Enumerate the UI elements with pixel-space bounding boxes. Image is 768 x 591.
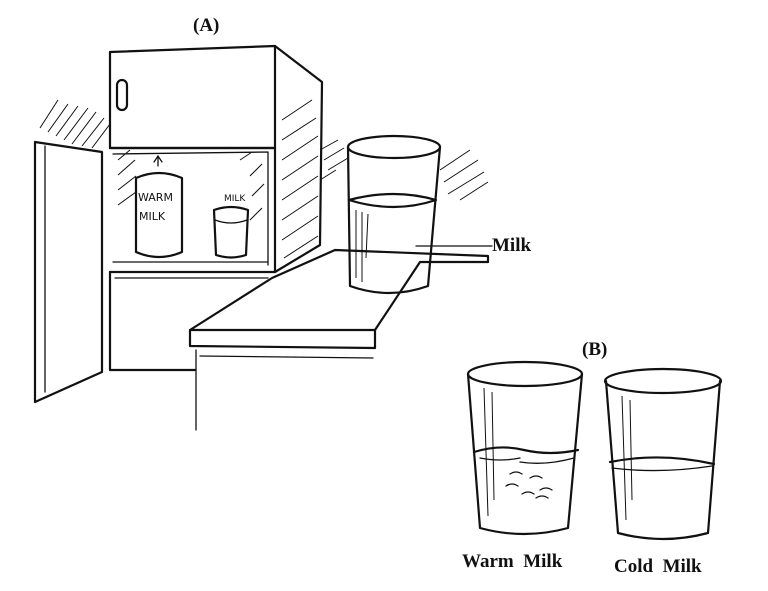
panel-b-label: (B) xyxy=(582,339,607,360)
fridge-open-door xyxy=(33,140,104,404)
milk-pointer-label: Milk xyxy=(492,235,531,256)
large-milk-glass: Milk xyxy=(346,134,531,295)
warm-milk-ripples xyxy=(505,471,553,499)
carton-label-milk: MILK xyxy=(139,210,166,223)
cold-milk-glass xyxy=(603,367,723,541)
refrigerator xyxy=(33,44,324,404)
counter-top xyxy=(188,248,490,332)
fridge-compartment xyxy=(108,146,277,274)
freezer-handle xyxy=(115,78,129,112)
small-glass-label: MILK xyxy=(224,194,246,204)
wall-shading xyxy=(39,99,489,201)
warm-milk-glass xyxy=(466,360,584,536)
warm-milk-carton: WARM MILK xyxy=(134,154,184,259)
fridge-side xyxy=(273,44,324,274)
counter-table xyxy=(188,248,490,431)
cold-glass-caption: Cold Milk xyxy=(614,556,702,577)
panel-a-label: (A) xyxy=(193,15,219,36)
carton-label-warm: WARM xyxy=(138,191,173,204)
fridge-milk-glass: MILK xyxy=(212,194,250,259)
warm-glass-caption: Warm Milk xyxy=(462,551,563,572)
freezer-door xyxy=(108,44,277,150)
